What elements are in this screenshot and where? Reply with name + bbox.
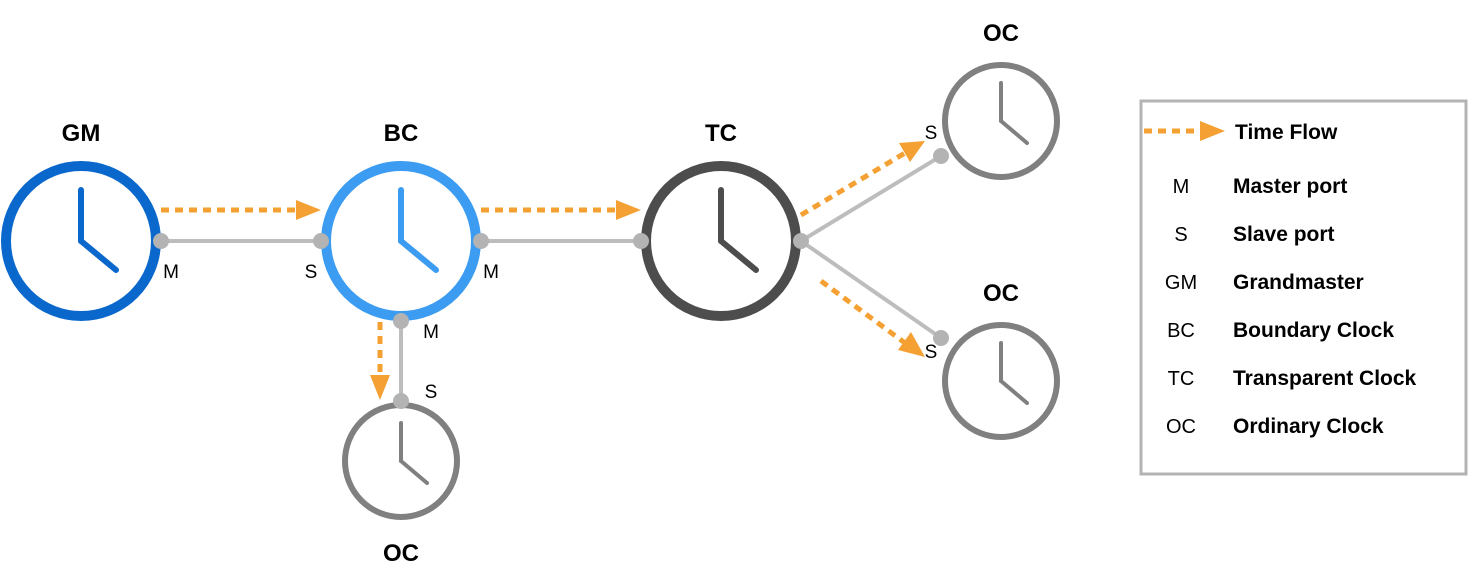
- gm-label: GM: [62, 120, 101, 147]
- port-dot-tc-out: [793, 233, 809, 249]
- oc-bottom-label: OC: [383, 540, 419, 567]
- gm-clock-icon: [1, 161, 161, 321]
- legend-text: Ordinary Clock: [1233, 415, 1384, 438]
- legend-abbr: GM: [1165, 272, 1197, 294]
- oc-top-clock-icon: [942, 62, 1060, 180]
- port-label-oc-bottom-s: S: [425, 382, 438, 403]
- port-label-bc-m-right: M: [483, 262, 499, 283]
- legend-abbr: M: [1173, 176, 1190, 198]
- port-label-bc-s: S: [305, 262, 318, 283]
- port-dot-bc-m-down: [393, 313, 409, 329]
- port-dot-oc-bottom-s: [393, 393, 409, 409]
- port-dot-gm-m: [153, 233, 169, 249]
- port-dot-oc-top-s: [933, 148, 949, 164]
- flow-tc-oc-top-head: [899, 141, 925, 162]
- legend-text: Boundary Clock: [1233, 319, 1394, 342]
- legend-text: Master port: [1233, 175, 1347, 198]
- legend-abbr: OC: [1166, 416, 1196, 438]
- tc-clock-icon: [641, 161, 801, 321]
- flow-bc-tc-head: [616, 200, 641, 220]
- oc-top-label: OC: [983, 20, 1019, 47]
- legend-box: [1139, 99, 1468, 476]
- legend-time-flow-arrow-icon: [1144, 121, 1225, 141]
- legend-abbr: BC: [1167, 320, 1195, 342]
- legend-text: Slave port: [1233, 223, 1335, 246]
- port-dots: [153, 148, 949, 409]
- legend: Time Flow M Master port S Slave port GM …: [1139, 99, 1468, 476]
- tc-label: TC: [705, 120, 737, 147]
- bc-clock-icon: [321, 161, 481, 321]
- port-label-gm-m: M: [163, 262, 179, 283]
- links: [159, 154, 943, 403]
- port-dot-bc-s: [313, 233, 329, 249]
- bc-label: BC: [384, 120, 419, 147]
- flow-tc-oc-right-head: [898, 332, 925, 357]
- link-tc-oc-top: [799, 154, 943, 243]
- time-flow-arrows: [161, 141, 925, 400]
- port-label-oc-top-s: S: [925, 123, 938, 144]
- oc-right-label: OC: [983, 280, 1019, 307]
- port-label-oc-right-s: S: [925, 342, 938, 363]
- port-dot-tc-in: [633, 233, 649, 249]
- port-label-bc-m-down: M: [423, 322, 439, 343]
- oc-bottom-clock-icon: [342, 402, 460, 520]
- legend-text: Grandmaster: [1233, 271, 1364, 294]
- flow-tc-oc-top: [799, 150, 907, 218]
- oc-right-clock-icon: [942, 322, 1060, 440]
- link-tc-oc-right: [799, 239, 943, 340]
- legend-time-flow-label: Time Flow: [1235, 121, 1338, 144]
- flow-gm-bc-head: [296, 200, 321, 220]
- legend-abbr: TC: [1168, 368, 1195, 390]
- legend-abbr: S: [1174, 224, 1187, 246]
- port-dot-oc-right-s: [933, 330, 949, 346]
- legend-text: Transparent Clock: [1233, 367, 1417, 390]
- flow-bc-oc-bottom-head: [370, 375, 390, 400]
- port-dot-bc-m-right: [473, 233, 489, 249]
- flow-tc-oc-right: [819, 278, 907, 346]
